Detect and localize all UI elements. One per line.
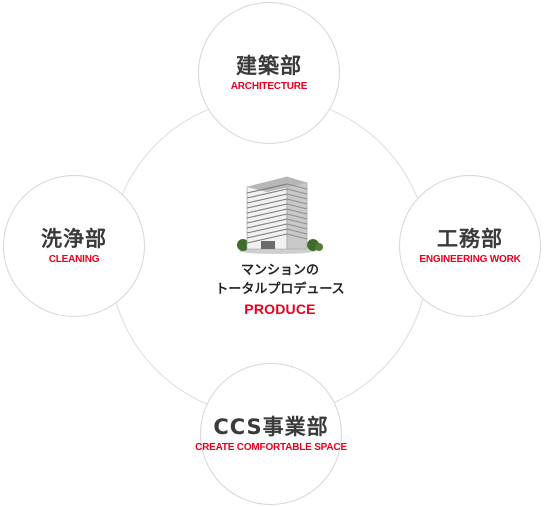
center-produce-label: PRODUCE — [244, 301, 316, 317]
node-engineering[interactable]: 工務部 ENGINEERING WORK — [399, 175, 541, 317]
node-architecture-subtitle: ARCHITECTURE — [230, 81, 308, 93]
node-engineering-subtitle: ENGINEERING WORK — [419, 254, 521, 266]
building-icon — [237, 176, 323, 254]
node-engineering-title: 工務部 — [437, 226, 503, 251]
center-produce: マンションの トータルプロデュース PRODUCE — [200, 173, 360, 317]
center-line-1: マンションの — [240, 263, 319, 278]
node-ccs[interactable]: CCS事業部 CREATE COMFORTABLE SPACE — [195, 363, 347, 505]
node-ccs-title: CCS事業部 — [213, 414, 329, 439]
node-architecture-title: 建築部 — [236, 53, 302, 78]
center-line-2: トータルプロデュース — [215, 282, 345, 297]
node-ccs-subtitle: CREATE COMFORTABLE SPACE — [195, 442, 347, 454]
node-architecture[interactable]: 建築部 ARCHITECTURE — [198, 2, 340, 144]
node-cleaning-title: 洗浄部 — [41, 226, 107, 251]
node-cleaning[interactable]: 洗浄部 CLEANING — [3, 175, 145, 317]
node-cleaning-subtitle: CLEANING — [48, 254, 100, 266]
